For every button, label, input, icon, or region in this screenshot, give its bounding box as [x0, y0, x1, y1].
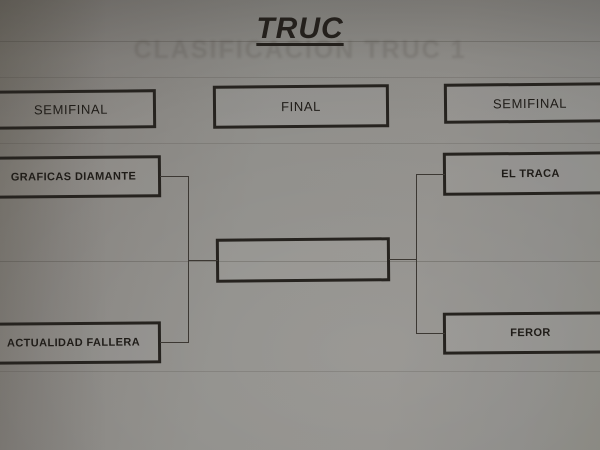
bracket-slot-champion[interactable]: [215, 237, 391, 283]
header-final-label: FINAL: [281, 98, 321, 115]
bracket-slot-left-2-label: ACTUALIDAD FALLERA: [6, 336, 141, 350]
bracket-slot-right-2-label: FEROR: [510, 326, 551, 340]
header-semifinal-left: SEMIFINAL: [0, 89, 157, 130]
header-semifinal-left-label: SEMIFINAL: [33, 101, 109, 118]
bracket-slot-right-2[interactable]: FEROR: [442, 311, 600, 355]
header-final: FINAL: [212, 84, 390, 129]
header-semifinal-right: SEMIFINAL: [443, 82, 600, 124]
bracket-slot-left-1-label: GRAFICAS DIAMANTE: [10, 170, 137, 184]
bracket-slot-right-1[interactable]: EL TRACA: [442, 151, 600, 196]
bracket-slot-right-1-label: EL TRACA: [501, 167, 560, 180]
bracket-slot-left-2[interactable]: ACTUALIDAD FALLERA: [0, 321, 162, 365]
bracket-slot-left-1[interactable]: GRAFICAS DIAMANTE: [0, 155, 162, 199]
page-title: TRUC: [256, 12, 344, 45]
header-semifinal-right-label: SEMIFINAL: [492, 95, 568, 111]
